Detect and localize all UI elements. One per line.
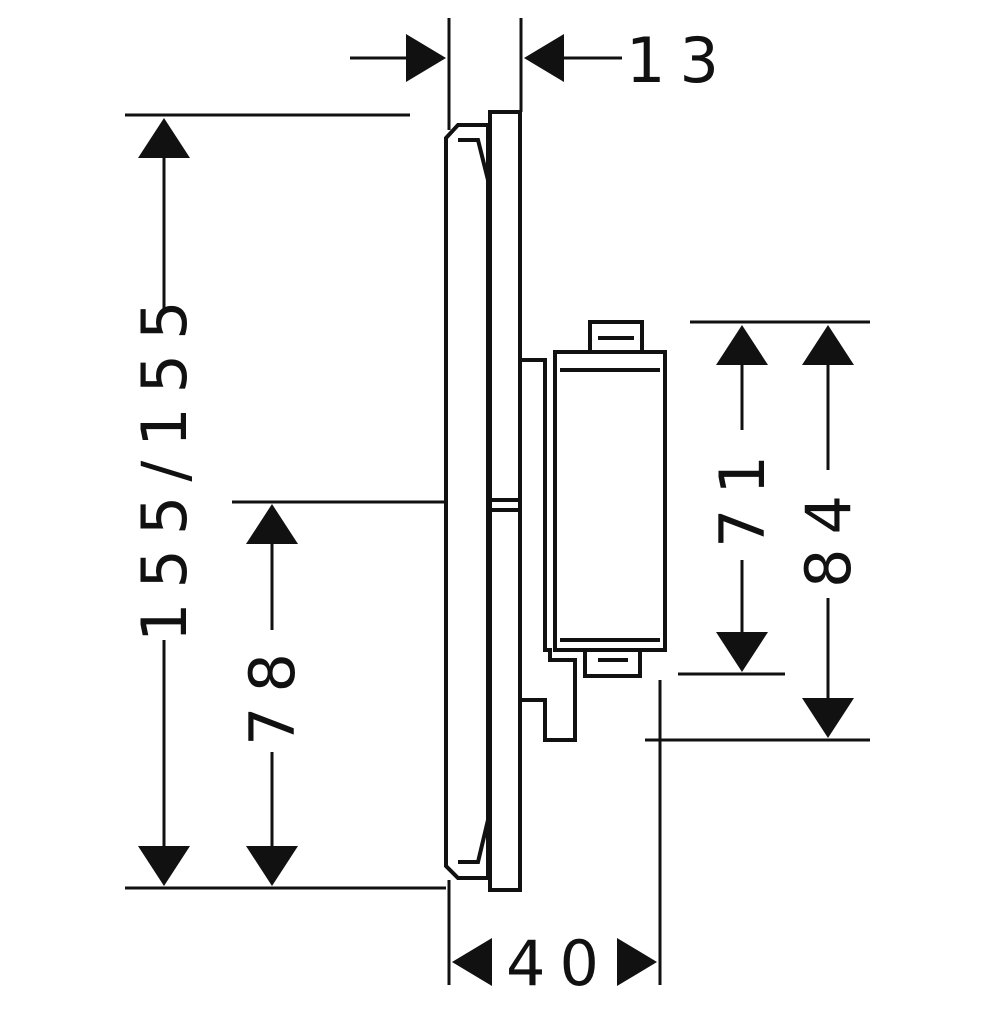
extension-lines <box>125 18 870 985</box>
dim-84-arrow-top <box>802 325 854 365</box>
body-plate-split <box>490 498 520 512</box>
dim-13-arrow-left <box>406 34 446 82</box>
dim-13-arrow-right <box>524 34 564 82</box>
dim-78-arrow-bottom <box>246 846 298 886</box>
dim-78: 78 <box>236 504 309 886</box>
dim-155-arrow-bottom <box>138 846 190 886</box>
rear-housing-inner <box>560 368 660 642</box>
dim-84-arrow-bottom <box>802 698 854 738</box>
cover-plate-taper <box>458 138 490 864</box>
dim-155: 155/155 <box>128 118 201 886</box>
rear-flange <box>520 358 577 742</box>
product-outline <box>444 110 667 892</box>
top-tab <box>588 320 644 352</box>
dim-40-arrow-left <box>452 938 492 986</box>
dim-84-label: 84 <box>792 481 865 588</box>
body-plate <box>488 110 522 892</box>
dim-155-label: 155/155 <box>128 286 201 642</box>
dim-13: 13 <box>350 24 733 97</box>
dim-71-arrow-bottom <box>716 632 768 672</box>
cover-plate-outer <box>444 123 490 880</box>
dim-71: 71 <box>706 325 779 672</box>
dim-40: 40 <box>452 927 657 1000</box>
dim-155-arrow-top <box>138 118 190 158</box>
bottom-tab <box>583 650 642 678</box>
dim-40-arrow-right <box>617 938 657 986</box>
dim-71-arrow-top <box>716 325 768 365</box>
dim-84: 84 <box>792 325 865 738</box>
dim-78-arrow-top <box>246 504 298 544</box>
dim-40-label: 40 <box>506 927 613 1000</box>
rear-housing <box>553 350 667 652</box>
dim-13-label: 13 <box>626 24 733 97</box>
dim-78-label: 78 <box>236 639 309 746</box>
dim-71-label: 71 <box>706 441 779 548</box>
